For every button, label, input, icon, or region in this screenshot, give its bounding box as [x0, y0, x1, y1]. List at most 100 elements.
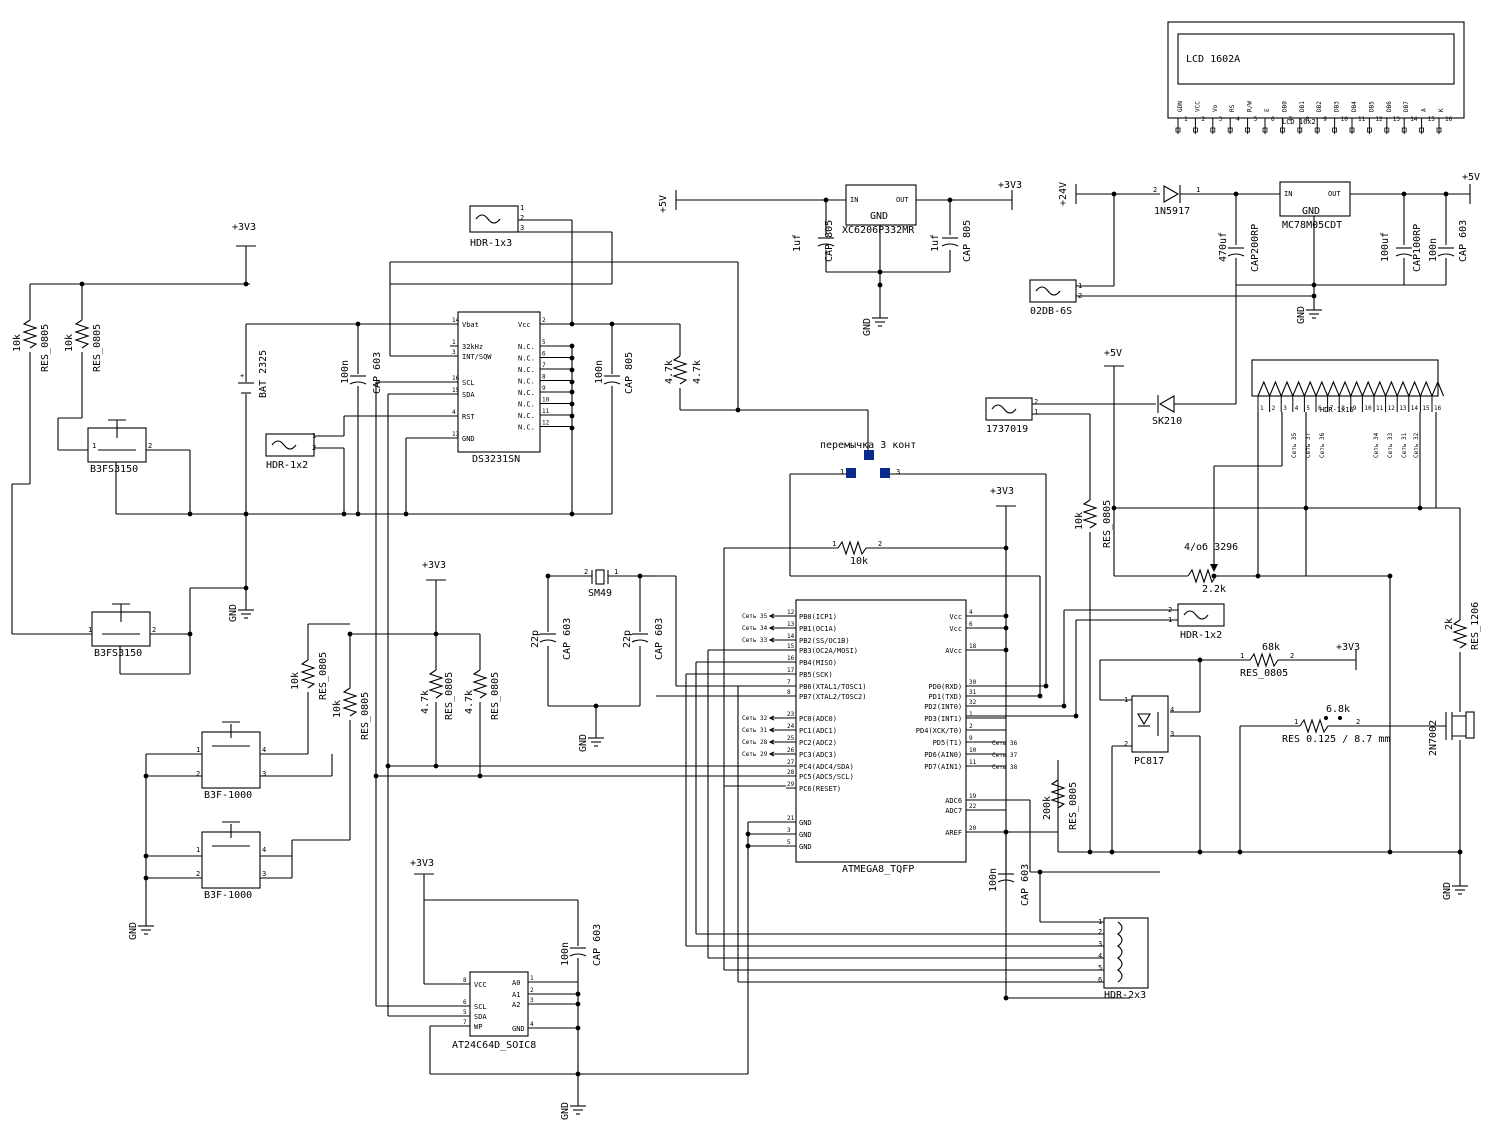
svg-text:1: 1	[520, 204, 524, 212]
rtc-pin-number: 6	[542, 351, 546, 358]
junction-dot	[569, 343, 575, 349]
lcd-pin-number: 6	[1271, 116, 1275, 123]
mcu-pin-number: 12	[787, 609, 795, 616]
junction-dot	[877, 282, 883, 288]
lcd-pin-pad	[1280, 127, 1285, 133]
lcd-pin-pad	[1262, 127, 1268, 133]
hdr-1x16-pin-number: 8	[1341, 405, 1345, 412]
b3f-r3-package: RES_0805	[444, 672, 455, 720]
mcu-pin-number: 1	[969, 711, 973, 718]
junction-dot	[1387, 573, 1393, 579]
lcd-pin-number: 15	[1428, 116, 1436, 123]
mcu-net-label: Сеть 37	[992, 752, 1018, 759]
junction-dot	[143, 875, 149, 881]
mcu-pin-name: PB7(XTAL2/TOSC2)	[799, 693, 866, 701]
junction-dot	[1303, 505, 1309, 511]
junction-dot	[1233, 191, 1239, 197]
rtc-pin-name: INT/SQW	[462, 353, 492, 361]
svg-text:2: 2	[878, 540, 882, 548]
junction-dot	[1003, 647, 1009, 653]
diode-1n5917-label: 1N5917	[1154, 206, 1190, 217]
mcu-net-label: Сеть 33	[742, 637, 768, 644]
junction-dot	[569, 425, 575, 431]
b3f-r2-value: 10k	[332, 700, 343, 718]
button-b3f-2-label: B3F-1000	[204, 890, 252, 901]
mcu-pin-number: 4	[969, 609, 973, 616]
p3v3-label-btn2: +3V3	[422, 560, 446, 571]
mcu-net-label: Сеть 31	[742, 727, 768, 734]
lcd-pin-pad	[1210, 127, 1216, 133]
button-b3f-1	[201, 731, 261, 789]
junction-dot	[1417, 505, 1423, 511]
mcu-pin-name: PB5(SCK)	[799, 671, 833, 679]
hdr-1x16-zigzag	[1257, 380, 1445, 398]
rtc-pin-number: 11	[542, 408, 550, 415]
ldo-c2-value: 1uf	[930, 234, 941, 252]
junction-dot	[1003, 545, 1009, 551]
junction-dot	[355, 321, 361, 327]
jumper-num-3: 3	[896, 468, 900, 476]
mcu-pin-number: 14	[787, 633, 795, 640]
svg-text:2: 2	[520, 214, 524, 222]
svg-text:2: 2	[1098, 928, 1102, 936]
lcd-pin-number: 1	[1184, 116, 1188, 123]
lcd-pins: GDN1VCC2Vo3RS4R/W5E6DB07DB18DB29DB310DB4…	[1175, 101, 1453, 134]
rtc-pin-number: 1	[452, 339, 456, 346]
mcu-net-label: Сеть 29	[742, 751, 768, 758]
crystal-c1-package: CAP 603	[562, 618, 573, 660]
lcd-ref-label: LCD 16x2	[1282, 118, 1316, 126]
reg5-in-label: IN	[1284, 190, 1292, 198]
hdr-1x16-pin-number: 1	[1260, 405, 1264, 412]
reg5-gnd-label: GND	[1302, 206, 1320, 217]
lcd-screen-text: LCD 1602A	[1186, 54, 1240, 65]
jumper-num-1: 1	[840, 468, 844, 476]
junction-dot	[1087, 849, 1093, 855]
mcu-pin-name: AVcc	[945, 647, 962, 655]
eeprom-pin-number: 6	[463, 999, 467, 1006]
junction-dot	[1443, 191, 1449, 197]
junction-dot	[1003, 829, 1009, 835]
lcd-pin-number: 2	[1201, 116, 1205, 123]
lcd-pin-pad	[1419, 127, 1424, 133]
lcd-pin-number: 10	[1341, 116, 1349, 123]
hdr-2x3-label: HDR-2x3	[1104, 990, 1146, 1001]
svg-text:2: 2	[196, 870, 200, 878]
eeprom-pin-name: SDA	[474, 1013, 487, 1021]
junction-dot	[1037, 693, 1043, 699]
lcd-pin-number: 8	[1306, 116, 1310, 123]
hdr-1x16-pin-number: 15	[1422, 405, 1430, 412]
lcd-pin-name: K	[1438, 108, 1445, 112]
rtc-pin-number: 16	[452, 375, 460, 382]
junction-dot	[79, 281, 85, 287]
junction-dot	[187, 511, 193, 517]
rtc-pin-number: 12	[542, 420, 550, 427]
junction-dot	[735, 407, 741, 413]
junction-dot	[569, 389, 575, 395]
junction-dot	[1073, 713, 1079, 719]
lcd-pin-name: RS	[1229, 104, 1236, 112]
rtc-cap-value: 100n	[340, 360, 351, 384]
mcu-pin-name: PB0(ICP1)	[799, 613, 837, 621]
ldo-c1-value: 1uf	[792, 234, 803, 252]
mcu-reset-resistor-value: 10k	[850, 556, 868, 567]
lcd-pin-name: Vo	[1212, 104, 1219, 112]
ldo-chip	[845, 184, 917, 226]
mcu-pin-name: PC6(RESET)	[799, 785, 841, 793]
hdr-1x2-right-label: HDR-1x2	[1180, 630, 1222, 641]
junction-dot	[575, 1001, 581, 1007]
svg-text:2: 2	[152, 626, 156, 634]
hdr-1x3-label: HDR-1x3	[470, 238, 512, 249]
svg-text:2: 2	[196, 770, 200, 778]
at24c64-chip	[469, 971, 529, 1037]
hdr-1x16-label: HDR-1x16	[1320, 406, 1354, 414]
mcu-pin-number: 7	[787, 679, 791, 686]
mcu-net-arrow	[768, 625, 786, 631]
hdr-1x16-pin-number: 10	[1364, 405, 1372, 412]
hdr-2x3	[1103, 917, 1149, 989]
crystal-c1-value: 22p	[530, 630, 541, 648]
lcd-pin-name: DB0	[1281, 101, 1288, 112]
mcu-pin-number: 24	[787, 723, 795, 730]
